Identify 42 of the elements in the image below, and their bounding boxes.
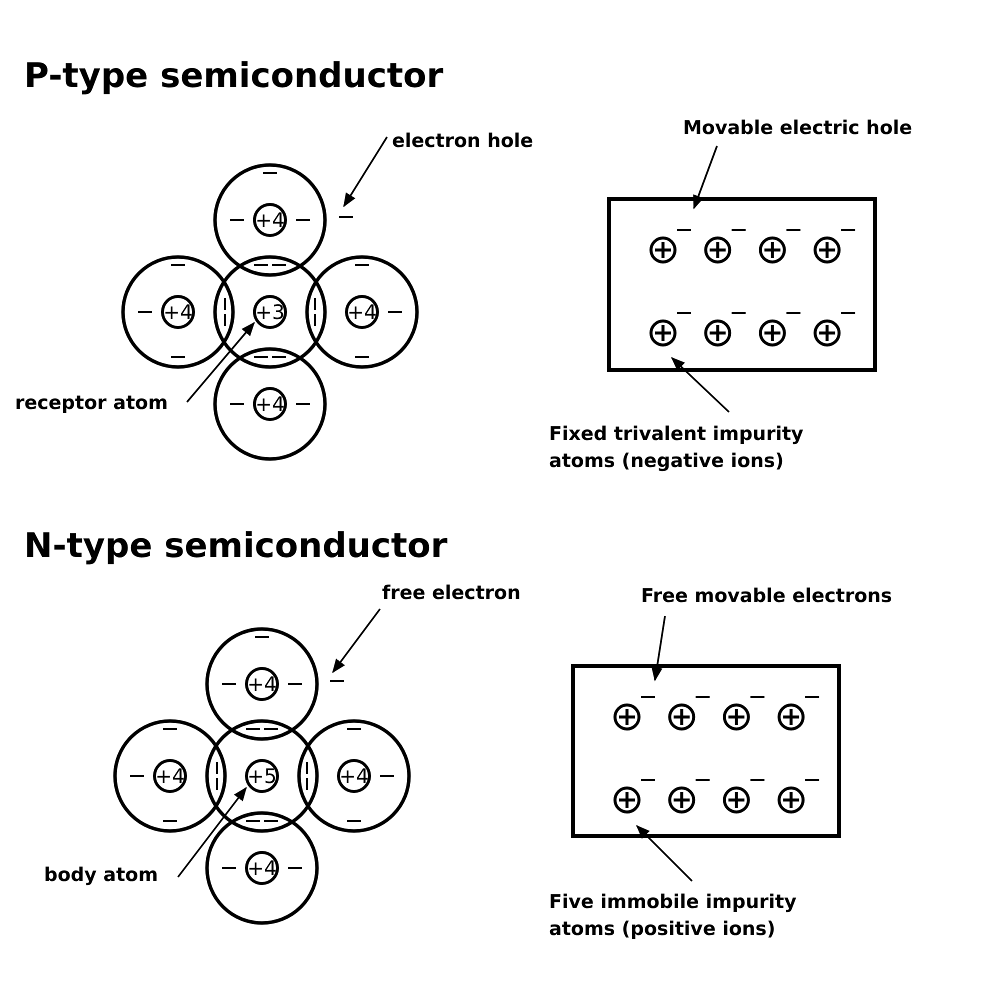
nucleus: +4 xyxy=(337,759,371,793)
atom-shell xyxy=(205,719,319,833)
callout-label: Free movable electrons xyxy=(641,584,892,608)
minus-mark xyxy=(339,216,353,218)
lattice-frame xyxy=(571,664,841,838)
nucleus: +4 xyxy=(253,387,287,421)
atom-shell xyxy=(205,811,319,925)
callout-label: Fixed trivalent impurity atoms (negative ions) xyxy=(549,421,811,475)
atom-shell xyxy=(113,719,227,833)
nucleus: +4 xyxy=(345,295,379,329)
callout-label: body atom xyxy=(44,863,158,887)
callout-label: electron hole xyxy=(392,129,534,153)
leader-arrow xyxy=(670,357,730,413)
nucleus: +4 xyxy=(153,759,187,793)
atom-shell xyxy=(297,719,411,833)
leader-arrow xyxy=(186,322,255,403)
callout-label: Movable electric hole xyxy=(683,116,912,140)
callout-label: free electron xyxy=(382,581,521,605)
leader-arrow xyxy=(343,136,388,208)
atom-shell xyxy=(121,255,235,369)
atom-shell xyxy=(305,255,419,369)
section-heading: N-type semiconductor xyxy=(24,526,448,566)
minus-mark xyxy=(330,680,344,682)
atom-shell xyxy=(213,347,327,461)
leader-arrow xyxy=(636,825,693,882)
section-heading: P-type semiconductor xyxy=(24,56,444,96)
nucleus: +5 xyxy=(245,759,279,793)
nucleus: +4 xyxy=(245,851,279,885)
leader-arrow xyxy=(693,146,718,210)
nucleus: +4 xyxy=(253,203,287,237)
lattice-frame xyxy=(607,197,877,372)
leader-arrow xyxy=(177,786,247,878)
atom-shell xyxy=(213,255,327,369)
nucleus: +4 xyxy=(245,667,279,701)
callout-label: Five immobile impurity atoms (positive ions) xyxy=(549,889,811,943)
nucleus: +3 xyxy=(253,295,287,329)
leader-arrow xyxy=(332,608,381,674)
callout-label: receptor atom xyxy=(15,391,168,415)
nucleus: +4 xyxy=(161,295,195,329)
atom-shell xyxy=(205,627,319,741)
atom-shell xyxy=(213,163,327,277)
leader-arrow xyxy=(651,616,666,682)
